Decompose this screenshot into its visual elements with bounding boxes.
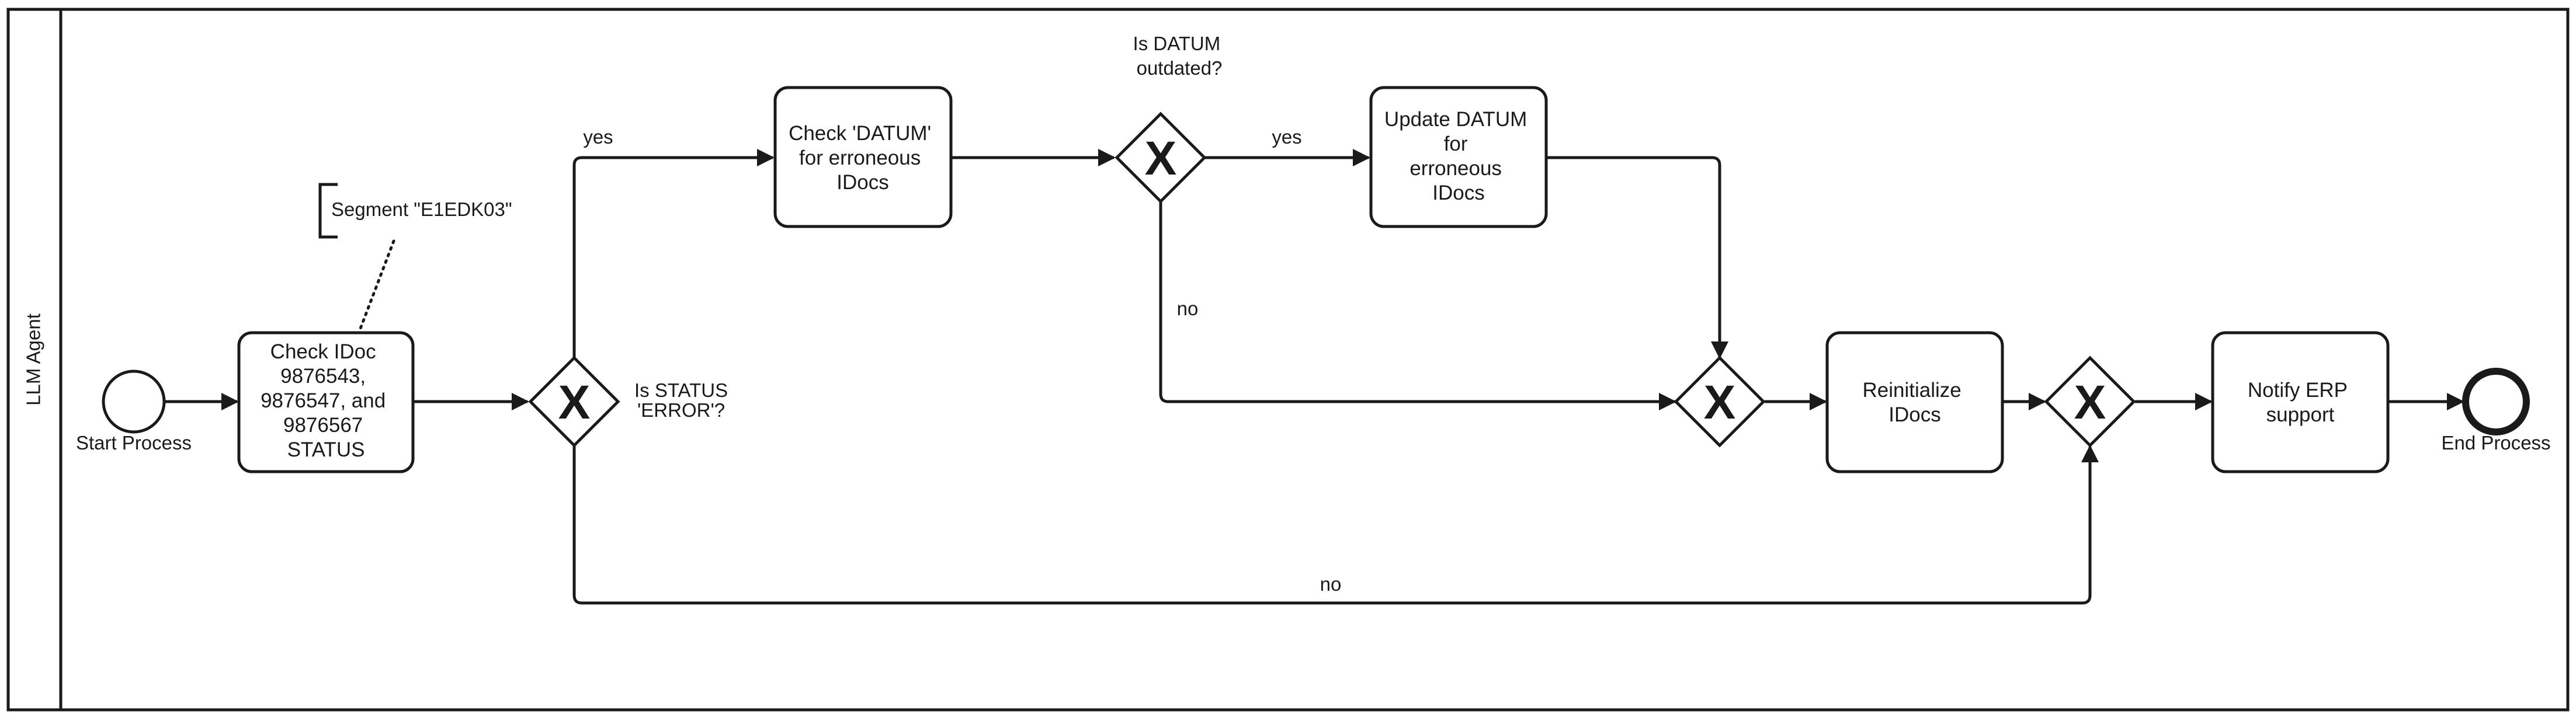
- gateway-datum-question-line-1: Is DATUM: [1133, 33, 1221, 54]
- gateway-merge-1-marker: X: [1704, 376, 1736, 429]
- flow-status-no-to-merge2: [572, 445, 2099, 605]
- flow-gateway-yes-to-check-datum: [572, 149, 775, 358]
- gateway-status-question-line-2: 'ERROR'?: [637, 399, 725, 421]
- gateway-status-marker: X: [558, 376, 591, 429]
- gateway-merge-2-marker: X: [2074, 376, 2106, 429]
- svg-text:Is DATUM outdated?: Is DATUM outdated?: [1133, 33, 1226, 79]
- task-update-datum-line-2: for: [1444, 133, 1468, 155]
- lane-label: LLM Agent: [23, 313, 44, 406]
- flow-label-status-no: no: [1320, 573, 1342, 595]
- task-update-datum: Update DATUM for erroneous IDocs: [1369, 86, 1548, 228]
- task-update-datum-line-3: erroneous: [1409, 157, 1502, 180]
- annotation-association: [357, 239, 395, 333]
- task-check-status: Check IDoc 9876543, 9876547, and 9876567…: [237, 331, 415, 473]
- task-check-status-line-5: STATUS: [287, 438, 365, 461]
- task-check-datum-line-1: Check 'DATUM': [789, 122, 931, 145]
- sequence-flows: [165, 149, 2464, 605]
- svg-text:Is STATUS 'ERROR'?: Is STATUS 'ERROR'?: [634, 379, 733, 421]
- flow-label-datum-no: no: [1177, 298, 1199, 319]
- svg-text:Reinitialize IDocs: Reinitialize IDocs: [1863, 379, 1967, 426]
- gateway-status-error: X Is STATUS 'ERROR'?: [528, 355, 733, 448]
- task-notify-line-2: support: [2266, 403, 2335, 426]
- gateway-merge-2: X: [2044, 355, 2136, 448]
- pool-frame: [6, 8, 2570, 712]
- task-check-datum: Check 'DATUM' for erroneous IDocs: [773, 86, 953, 228]
- task-update-datum-line-1: Update DATUM: [1384, 108, 1527, 131]
- task-check-status-line-3: 9876547, and: [261, 389, 386, 412]
- task-notify-line-1: Notify ERP: [2248, 379, 2348, 402]
- annotation-text: Segment "E1EDK03": [331, 198, 512, 220]
- flow-label-status-yes: yes: [583, 126, 613, 148]
- gateway-status-question-line-1: Is STATUS: [634, 379, 728, 401]
- gateway-datum-marker: X: [1145, 132, 1177, 185]
- text-annotation: Segment "E1EDK03": [318, 183, 512, 333]
- gateway-datum-question-line-2: outdated?: [1137, 57, 1223, 79]
- task-check-datum-line-3: IDocs: [836, 171, 888, 194]
- start-event: Start Process: [76, 370, 192, 454]
- flow-datum-no-to-merge: [1159, 201, 1676, 410]
- task-update-datum-line-4: IDocs: [1432, 182, 1484, 204]
- flow-label-datum-yes: yes: [1272, 126, 1301, 148]
- task-reinitialize-line-1: Reinitialize: [1863, 379, 1961, 402]
- svg-text:Check 'DATUM' for errone: Check 'DATUM' for erroneous IDocs: [789, 122, 937, 194]
- svg-text:Check IDoc 9876543,: Check IDoc 9876543, 9876547, and 9876567…: [261, 340, 391, 461]
- svg-text:Notify ERP support: Notify ERP support: [2248, 379, 2353, 426]
- end-event-label: End Process: [2441, 432, 2550, 454]
- gateway-merge-1: X: [1674, 355, 1766, 448]
- task-reinitialize-line-2: IDocs: [1888, 403, 1940, 426]
- task-check-status-line-2: 9876543,: [280, 365, 366, 388]
- gateway-datum-outdated: X Is DATUM outdated?: [1115, 33, 1226, 204]
- task-check-status-line-4: 9876567: [283, 414, 363, 437]
- svg-text:Update DATUM for e: Update DATUM for erroneous IDocs: [1384, 108, 1533, 204]
- task-notify: Notify ERP support: [2211, 331, 2390, 473]
- task-check-status-line-1: Check IDoc: [270, 340, 376, 363]
- task-reinitialize: Reinitialize IDocs: [1825, 331, 2004, 473]
- end-event: End Process: [2441, 368, 2551, 454]
- flow-update-to-merge: [1546, 156, 1728, 359]
- task-check-datum-line-2: for erroneous: [799, 147, 921, 169]
- start-event-label: Start Process: [76, 432, 192, 454]
